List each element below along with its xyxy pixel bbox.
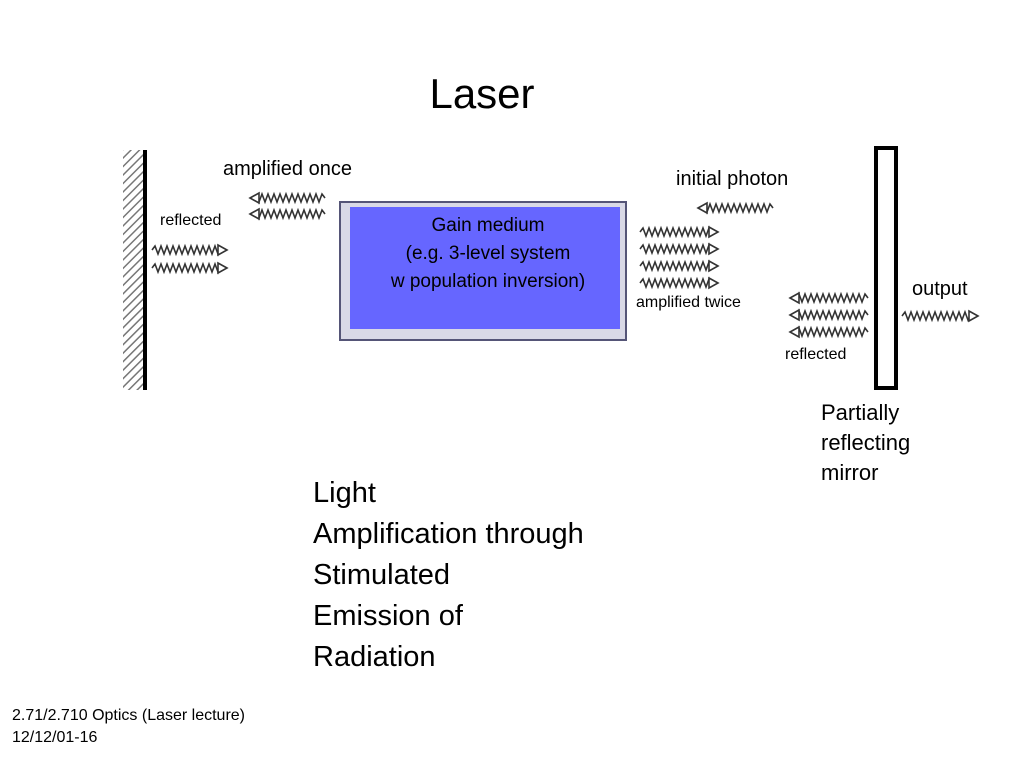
output-arrowhead	[968, 309, 980, 323]
amplified-twice-4-wave	[639, 276, 711, 290]
gain-medium-box	[339, 201, 627, 341]
acronym-line-5: Radiation	[313, 641, 436, 673]
laser-acronym: Light Amplification through Stimulated E…	[313, 473, 673, 678]
reflected-left-2-wave	[151, 261, 220, 275]
label-reflected-right: reflected	[785, 346, 847, 363]
acronym-line-3: Stimulated	[313, 559, 451, 591]
mirror-label-line-2: reflecting	[821, 430, 911, 455]
footer: 2.71/2.710 Optics (Laser lecture) 12/12/…	[12, 705, 245, 749]
amplified-once-1-wave	[257, 191, 326, 205]
mirror-label-line-1: Partially	[821, 400, 900, 425]
gain-medium-line-3: w population inversion)	[390, 271, 586, 292]
gain-medium-line-1: Gain medium	[431, 215, 545, 236]
reflected-right-1-wave	[797, 291, 869, 305]
partially-reflecting-mirror	[874, 146, 898, 390]
reflected-right-3-arrowhead	[788, 325, 800, 339]
amplified-twice-1-wave	[639, 225, 711, 239]
initial-photon-wave	[705, 201, 774, 215]
reflected-left-1-arrowhead	[217, 243, 229, 257]
label-initial-photon: initial photon	[676, 168, 789, 190]
gain-medium-line-2: (e.g. 3-level system	[405, 243, 571, 264]
reflected-left-1-wave	[151, 243, 220, 257]
label-amplified-twice: amplified twice	[636, 294, 741, 311]
amplified-twice-3-wave	[639, 259, 711, 273]
amplified-twice-4-arrowhead	[708, 276, 720, 290]
reflected-right-2-arrowhead	[788, 308, 800, 322]
label-reflected-left: reflected	[160, 212, 222, 229]
amplified-once-2-wave	[257, 207, 326, 221]
footer-line-2: 12/12/01-16	[12, 729, 98, 746]
full-mirror	[123, 150, 147, 390]
label-output: output	[912, 278, 968, 300]
amplified-twice-2-wave	[639, 242, 711, 256]
photon-waves	[151, 191, 980, 339]
amplified-twice-3-arrowhead	[708, 259, 720, 273]
label-amplified-once: amplified once	[223, 158, 352, 180]
amplified-once-2-arrowhead	[248, 207, 260, 221]
reflected-left-2-arrowhead	[217, 261, 229, 275]
acronym-line-2: Amplification through	[313, 518, 584, 550]
acronym-line-1: Light	[313, 477, 376, 509]
reflected-right-1-arrowhead	[788, 291, 800, 305]
mirror-label-line-3: mirror	[821, 460, 879, 485]
footer-line-1: 2.71/2.710 Optics (Laser lecture)	[12, 707, 246, 724]
reflected-right-2-wave	[797, 308, 869, 322]
acronym-line-4: Emission of	[313, 600, 463, 632]
gain-medium-label: Gain medium (e.g. 3-level system w popul…	[350, 212, 626, 296]
amplified-twice-1-arrowhead	[708, 225, 720, 239]
page-title: Laser	[429, 70, 535, 117]
mirror-label: Partially reflecting mirror	[821, 398, 910, 488]
reflected-right-3-wave	[797, 325, 869, 339]
amplified-once-1-arrowhead	[248, 191, 260, 205]
initial-photon-arrowhead	[696, 201, 708, 215]
amplified-twice-2-arrowhead	[708, 242, 720, 256]
output-wave	[901, 309, 971, 323]
